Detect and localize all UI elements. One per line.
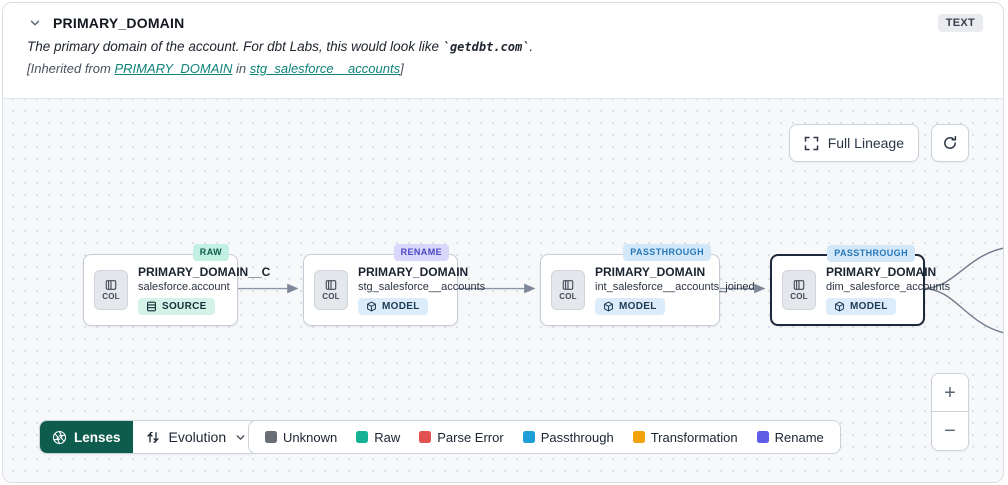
resource-type-badge: MODEL — [358, 298, 428, 316]
inherited-from-line: [Inherited from PRIMARY_DOMAIN in stg_sa… — [27, 61, 983, 76]
node-column-name: PRIMARY_DOMAIN — [595, 264, 706, 279]
lens-select[interactable]: Evolution — [132, 421, 260, 453]
column-header: PRIMARY_DOMAIN TEXT The primary domain o… — [3, 3, 1003, 86]
legend-label: Raw — [374, 429, 401, 445]
refresh-button[interactable] — [931, 124, 969, 162]
description-code: `getdbt.com` — [442, 40, 530, 54]
inherited-model-link[interactable]: stg_salesforce__accounts — [249, 61, 401, 76]
resource-type-badge: SOURCE — [138, 298, 215, 316]
aperture-icon — [52, 430, 67, 444]
description-suffix: . — [529, 39, 534, 54]
legend-label: Parse Error — [437, 429, 504, 445]
model-cube-icon — [367, 301, 376, 312]
lineage-node-int[interactable]: PASSTHROUGH COL PRIMARY_DOMAIN int_sales… — [540, 244, 755, 326]
node-model-name: salesforce.account — [138, 281, 230, 294]
lenses-label: Lenses — [74, 429, 121, 445]
node-model-name: dim_salesforce_accounts — [826, 281, 951, 294]
evolution-arrows-icon — [146, 431, 159, 443]
model-cube-icon — [604, 301, 613, 312]
legend-label: Rename — [774, 429, 824, 445]
zoom-in-button[interactable]: + — [932, 374, 968, 412]
col-chip-label: COL — [102, 292, 120, 301]
legend-swatch — [632, 431, 645, 443]
collapse-chevron-icon[interactable] — [27, 15, 43, 31]
resource-type-badge: MODEL — [595, 298, 665, 316]
node-column-name: PRIMARY_DOMAIN__C — [138, 264, 271, 279]
column-chip: COL — [782, 270, 816, 310]
fullscreen-corners-icon — [804, 136, 819, 151]
evolution-badge: PASSTHROUGH — [827, 245, 915, 262]
inherited-middle: in — [232, 61, 250, 76]
refresh-icon — [942, 135, 958, 151]
node-column-name: PRIMARY_DOMAIN — [358, 264, 469, 279]
evolution-legend: Unknown Raw Parse Error Passthrough Tran… — [248, 420, 841, 454]
resource-type-label: SOURCE — [162, 301, 207, 313]
legend-item-unknown: Unknown — [265, 430, 337, 445]
inherited-column-link[interactable]: PRIMARY_DOMAIN — [114, 61, 233, 76]
zoom-out-button[interactable]: − — [932, 412, 968, 450]
inherited-prefix: [Inherited from — [27, 61, 115, 76]
lineage-node-source[interactable]: RAW COL PRIMARY_DOMAIN__C salesforce.acc… — [83, 244, 270, 326]
full-lineage-label: Full Lineage — [827, 135, 904, 151]
legend-swatch — [756, 431, 769, 443]
columns-icon — [105, 280, 117, 290]
evolution-badge: RENAME — [393, 244, 449, 261]
legend-swatch — [522, 431, 535, 443]
resource-type-label: MODEL — [619, 301, 657, 313]
legend-swatch — [356, 431, 369, 443]
canvas-toolbar: Full Lineage — [788, 124, 969, 162]
columns-icon — [325, 280, 337, 290]
chevron-down-icon — [235, 432, 246, 443]
columns-icon — [562, 280, 574, 290]
node-model-name: stg_salesforce__accounts — [358, 281, 486, 294]
lenses-control: Lenses Evolution — [39, 420, 261, 454]
lineage-canvas[interactable]: Full Lineage RAW COL PRIMARY_DOMAIN__C s… — [3, 98, 1003, 482]
page-title: PRIMARY_DOMAIN — [53, 15, 185, 31]
columns-icon — [793, 280, 805, 290]
column-chip: COL — [314, 270, 348, 310]
lenses-button[interactable]: Lenses — [40, 421, 133, 453]
evolution-badge: PASSTHROUGH — [623, 244, 711, 261]
legend-item-passthrough: Passthrough — [522, 429, 614, 445]
col-chip-label: COL — [322, 292, 340, 301]
resource-type-label: MODEL — [850, 301, 888, 313]
legend-item-rename: Rename — [756, 429, 824, 445]
col-chip-label: COL — [790, 292, 808, 301]
legend-swatch — [265, 431, 277, 443]
selected-lens-label: Evolution — [168, 429, 227, 445]
description-text: The primary domain of the account. For d… — [27, 39, 443, 54]
lineage-node-stg[interactable]: RENAME COL PRIMARY_DOMAIN stg_salesforce… — [303, 244, 485, 326]
evolution-badge: RAW — [192, 244, 229, 261]
resource-type-label: MODEL — [382, 301, 420, 313]
column-description: The primary domain of the account. For d… — [27, 39, 983, 54]
model-cube-icon — [835, 301, 844, 312]
legend-swatch — [419, 431, 432, 443]
full-lineage-button[interactable]: Full Lineage — [788, 124, 919, 162]
column-type-badge: TEXT — [937, 14, 983, 32]
legend-label: Passthrough — [540, 429, 614, 445]
column-chip: COL — [94, 270, 128, 310]
lineage-edges — [238, 247, 1003, 334]
lineage-node-dim[interactable]: PASSTHROUGH COL PRIMARY_DOMAIN dim_sales… — [770, 245, 950, 326]
zoom-controls: + − — [931, 373, 969, 451]
legend-item-transformation: Transformation — [632, 429, 738, 445]
node-column-name: PRIMARY_DOMAIN — [826, 264, 937, 279]
legend-item-parse-error: Parse Error — [419, 429, 504, 445]
legend-item-raw: Raw — [356, 430, 400, 445]
node-model-name: int_salesforce__accounts_joined — [595, 281, 755, 294]
resource-type-badge: MODEL — [826, 298, 896, 316]
inherited-suffix: ] — [400, 61, 404, 76]
legend-label: Transformation — [650, 429, 738, 445]
legend-label: Unknown — [283, 429, 338, 445]
column-chip: COL — [551, 270, 585, 310]
col-chip-label: COL — [559, 292, 577, 301]
source-icon — [147, 301, 156, 312]
